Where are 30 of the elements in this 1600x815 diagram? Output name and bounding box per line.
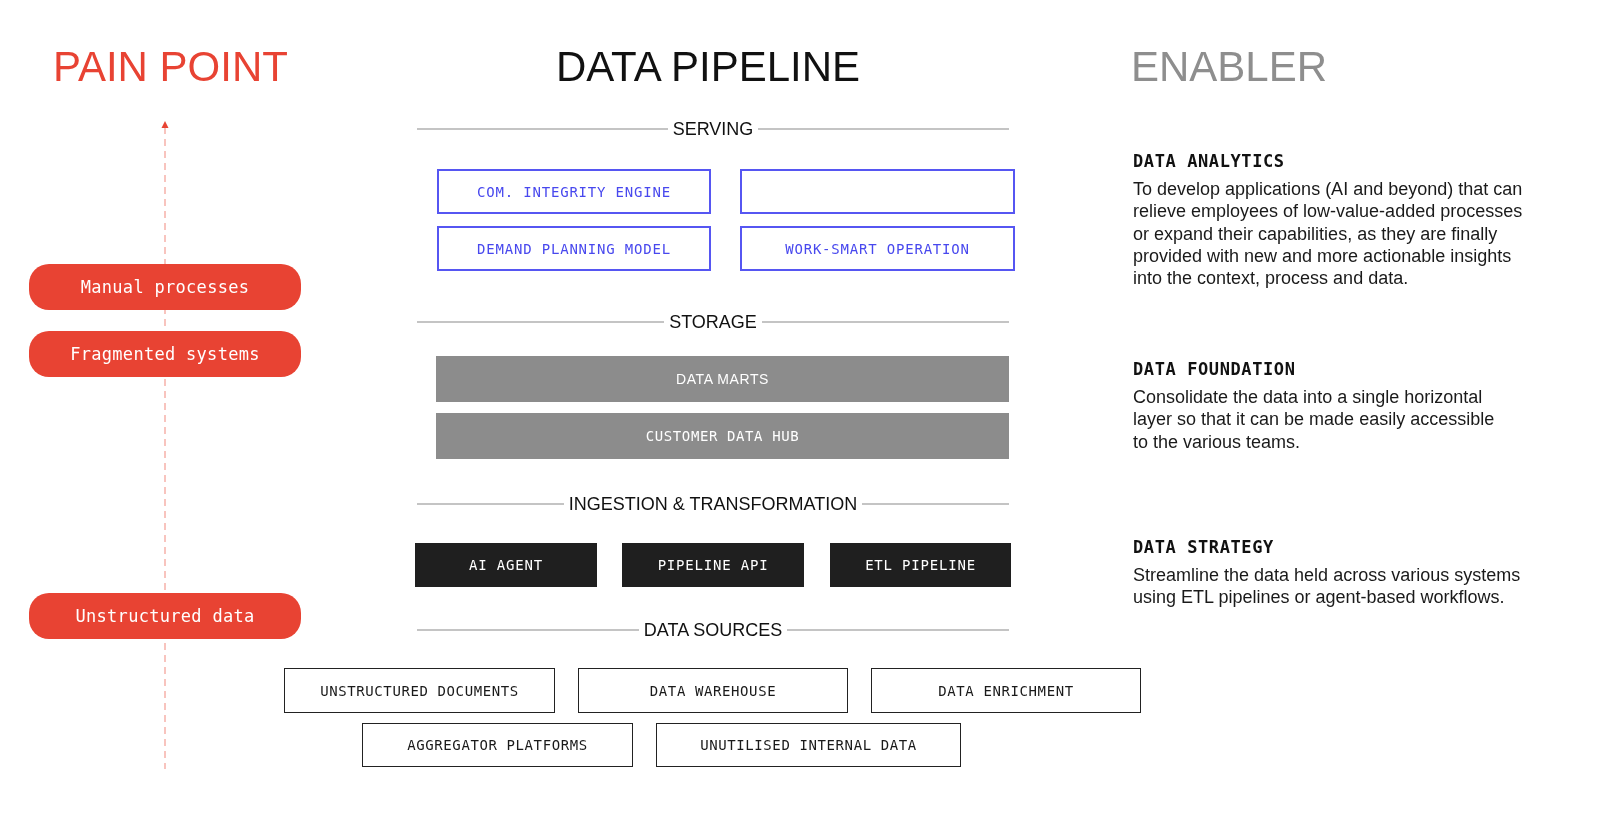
empty-box (740, 169, 1015, 214)
data-source-box: AGGREGATOR PLATFORMS (362, 723, 633, 767)
pain-point-pill: Manual processes (29, 264, 301, 310)
section-heading: SERVING (671, 118, 755, 140)
data-source-box: DATA ENRICHMENT (871, 668, 1141, 713)
column-heading: ENABLER (1131, 42, 1328, 92)
enabler-heading: DATA STRATEGY (1133, 537, 1274, 557)
column-heading: DATA PIPELINE (555, 42, 861, 92)
enabler-heading: DATA FOUNDATION (1133, 359, 1296, 379)
storage-bar: CUSTOMER DATA HUB (436, 413, 1009, 459)
data-source-box: UNSTRUCTURED DOCUMENTS (284, 668, 555, 713)
section-heading: STORAGE (668, 311, 758, 333)
data-source-box: DATA WAREHOUSE (578, 668, 848, 713)
pain-point-pill: Unstructured data (29, 593, 301, 639)
serving-box: WORK-SMART OPERATION (740, 226, 1015, 271)
serving-box: COM. INTEGRITY ENGINE (437, 169, 711, 214)
ingestion-box: AI AGENT (415, 543, 597, 587)
enabler-description: To develop applications (AI and beyond) that can relieve employees of low-value-added processes or expand their capabilities, as they are finally provided with new and more actionable insights into the context, process and data. (1133, 178, 1524, 290)
ingestion-box: ETL PIPELINE (830, 543, 1011, 587)
enabler-description: Streamline the data held across various systems using ETL pipelines or agent-based workflows. (1133, 564, 1522, 609)
pain-point-pill: Fragmented systems (29, 331, 301, 377)
section-heading: INGESTION & TRANSFORMATION (567, 493, 859, 515)
data-source-box: UNUTILISED INTERNAL DATA (656, 723, 961, 767)
enabler-description: Consolidate the data into a single horizontal layer so that it can be made easily accessible to the various teams. (1133, 386, 1495, 453)
storage-bar: DATA MARTS (436, 356, 1009, 402)
enabler-heading: DATA ANALYTICS (1133, 151, 1285, 171)
serving-box: DEMAND PLANNING MODEL (437, 226, 711, 271)
section-heading: DATA SOURCES (642, 619, 784, 641)
ingestion-box: PIPELINE API (622, 543, 804, 587)
column-heading: PAIN POINT (53, 42, 288, 92)
